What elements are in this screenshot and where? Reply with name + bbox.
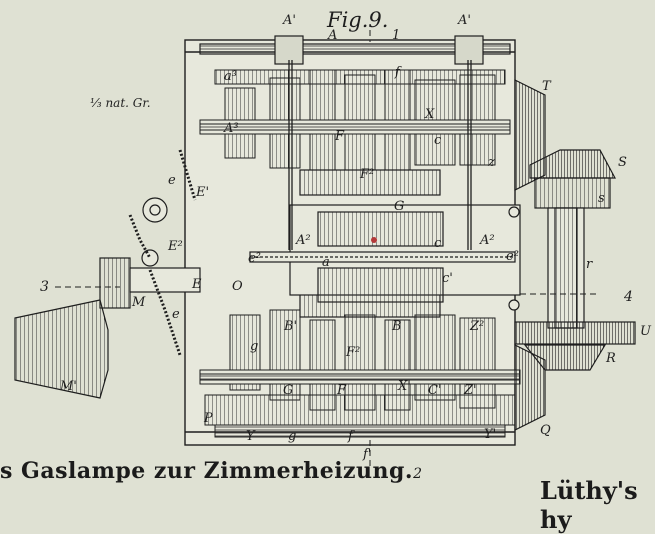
label-e-prime: E': [196, 185, 210, 200]
left-mechanism: [14, 149, 201, 399]
label-c-prime-bottom: C': [428, 383, 442, 398]
label-t: T: [542, 79, 551, 94]
label-q: Q: [540, 423, 551, 438]
label-a3: A³: [224, 121, 239, 136]
label-e-top: e: [168, 173, 176, 188]
label-p: P: [204, 411, 213, 426]
caption-right: Lüthy's hy: [540, 476, 638, 534]
label-g-bottom-2: g: [288, 429, 297, 444]
label-g-bottom: G: [283, 383, 294, 398]
caption-left-text: s Gaslampe zur Zimmerheizung.: [0, 458, 414, 484]
lower-gear-bank: [199, 309, 521, 438]
top-shaft: [199, 35, 511, 65]
label-a-mid: a: [322, 255, 330, 270]
label-g-top: G: [394, 199, 405, 214]
label-s: S: [618, 155, 627, 170]
label-g-mid: g: [250, 339, 259, 354]
label-a2-right: A²: [480, 233, 495, 248]
central-mechanism: [249, 169, 521, 318]
label-z-top: z: [488, 155, 495, 170]
label-z-prime: Z': [464, 383, 477, 398]
label-three: 3: [40, 279, 49, 295]
label-f-top: f: [395, 65, 400, 80]
label-c-mid: c: [434, 236, 442, 251]
label-a-prime-left: A': [283, 13, 296, 28]
label-r: r: [586, 257, 593, 272]
label-o: O: [232, 279, 243, 294]
scale-note: ⅓ nat. Gr.: [90, 96, 151, 110]
label-f-upper: F: [335, 129, 345, 144]
label-a3-small: a³: [224, 69, 237, 84]
label-f-prime: f': [363, 447, 372, 462]
label-e-left: E: [192, 277, 202, 292]
label-f2-bottom: F²: [346, 345, 361, 360]
caption-left-suffix: 2: [413, 466, 423, 482]
label-c-prime: c': [442, 271, 453, 286]
upper-gear-bank: [199, 69, 511, 171]
label-m-prime: M': [60, 379, 77, 394]
label-a-top: A: [328, 28, 338, 43]
label-y-left: Y: [246, 429, 255, 444]
label-f-bottom-2: f: [348, 429, 353, 444]
label-four: 4: [624, 289, 633, 305]
label-e2-right: e²: [506, 249, 519, 264]
label-x-prime: X': [398, 379, 411, 394]
label-one: 1: [392, 28, 401, 43]
label-r-upper: R: [606, 351, 616, 366]
label-m: M: [132, 295, 146, 310]
section-lines: [55, 30, 600, 470]
label-c-top: c: [434, 133, 442, 148]
vertical-rods: [288, 60, 472, 250]
caption-left: s Gaslampe zur Zimmerheizung.2: [0, 458, 423, 484]
label-s-small: s: [598, 191, 605, 206]
label-a-prime-right: A': [458, 13, 471, 28]
label-f2-top: F²: [360, 167, 375, 182]
right-gears: [514, 79, 636, 431]
label-f-bottom: F: [337, 383, 347, 398]
label-z2: Z²: [470, 319, 485, 334]
label-a2-left: A²: [296, 233, 311, 248]
label-e-lower: e: [172, 307, 180, 322]
figure-title: Fig.9.: [327, 8, 389, 32]
label-u: U: [640, 324, 651, 339]
label-b: B: [392, 319, 402, 334]
label-e2: E²: [168, 239, 183, 254]
label-x-top: X: [425, 107, 435, 122]
label-b-prime: B': [284, 319, 298, 334]
label-y-prime: Y': [484, 427, 497, 442]
technical-drawing: [14, 30, 636, 470]
label-e2-left: e²: [248, 251, 261, 266]
